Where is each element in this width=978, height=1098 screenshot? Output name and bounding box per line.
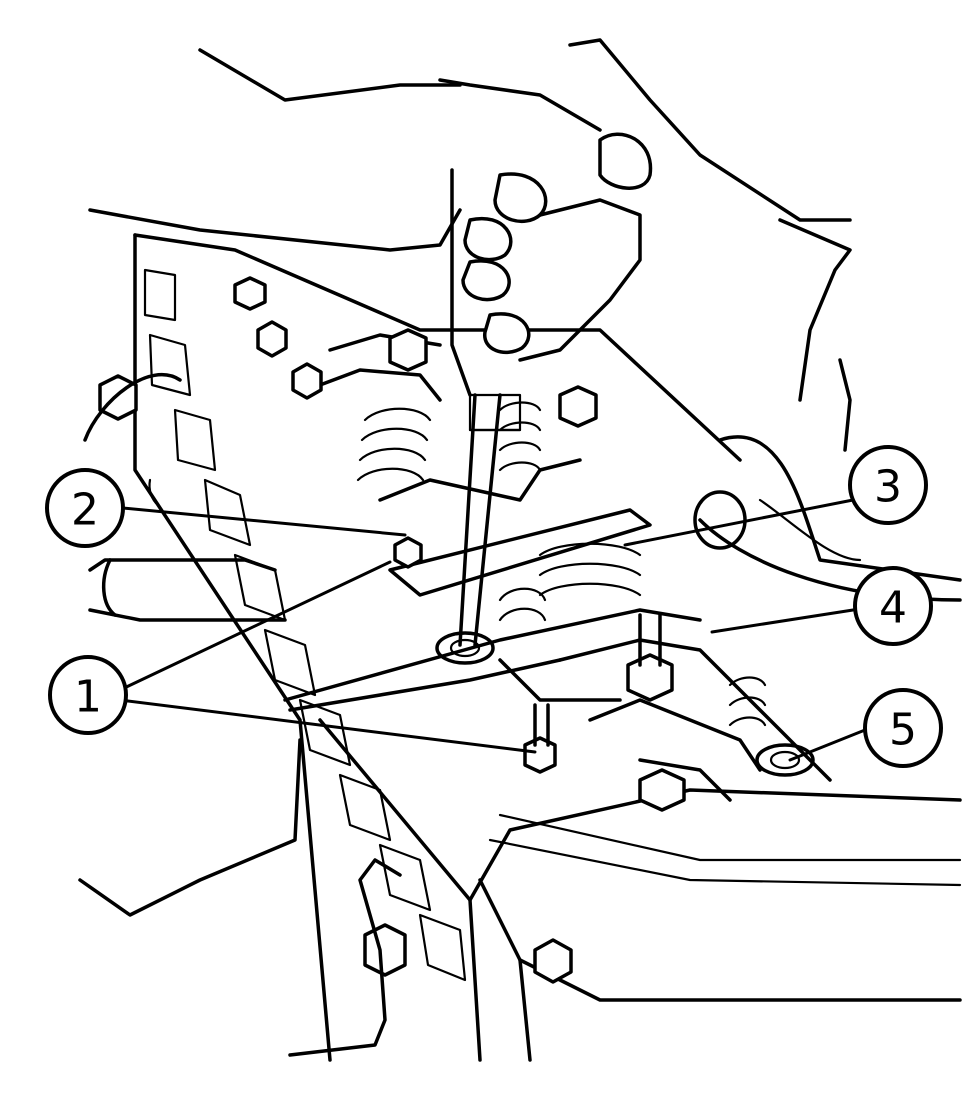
callout-label-2: 2: [71, 485, 99, 536]
leader-5: [788, 728, 867, 762]
leader-1a: [118, 560, 392, 692]
callout-5: 5: [863, 688, 943, 768]
leader-lines: [118, 498, 867, 762]
callout-label-4: 4: [879, 583, 907, 634]
callout-3: 3: [848, 445, 928, 525]
engine-block: [133, 233, 962, 1062]
lower-hand: [78, 558, 402, 1057]
callout-2: 2: [45, 468, 125, 548]
callout-label-1: 1: [74, 672, 102, 723]
callout-1: 1: [48, 655, 128, 735]
valve-springs: [356, 401, 767, 727]
adjuster-ring: [435, 490, 815, 777]
callout-label-5: 5: [889, 705, 917, 756]
callout-4: 4: [853, 566, 933, 646]
callout-label-3: 3: [874, 462, 902, 513]
leader-4: [710, 608, 855, 634]
upper-hand: [88, 38, 852, 452]
leader-1b: [118, 698, 537, 754]
screwdriver: [450, 168, 522, 647]
leader-2: [121, 506, 407, 537]
shroud: [83, 372, 182, 507]
leader-3: [623, 498, 855, 547]
nuts: [98, 276, 686, 984]
